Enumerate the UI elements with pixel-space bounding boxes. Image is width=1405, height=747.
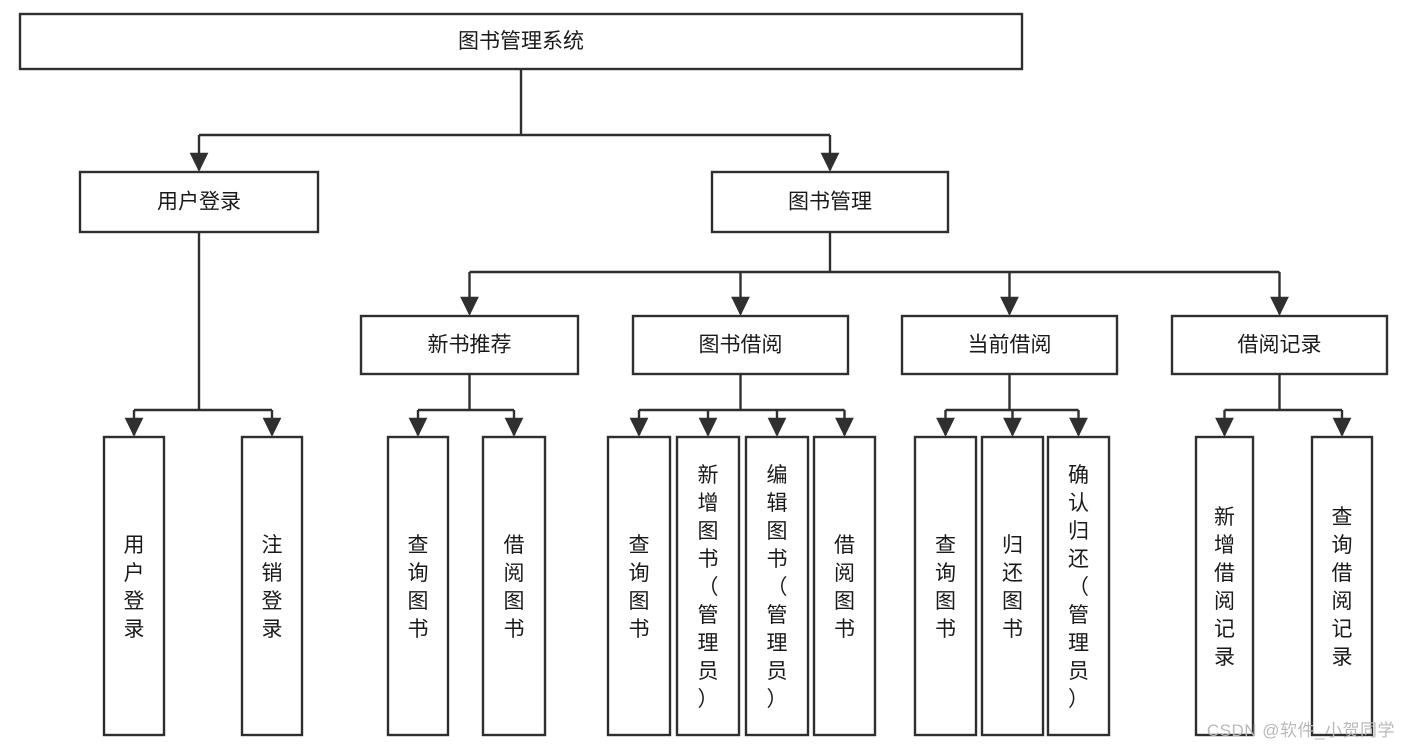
node-book-borrow[interactable]: 图书借阅 [631,314,850,376]
node-box-current-borrow [900,314,1119,376]
node-box-leaf-add-book [675,435,741,737]
node-box-leaf-query-book-borrow [606,435,672,737]
connector-group-book-borrow [629,374,854,437]
node-label-leaf-edit-book: 编辑图书（管理员） [767,464,788,711]
node-leaf-logout-login[interactable]: 注销登录 [240,435,304,737]
node-root[interactable]: 图书管理系统 [18,12,1024,71]
node-leaf-borrow-book[interactable]: 借阅图书 [812,435,877,737]
node-book-manage[interactable]: 图书管理 [710,170,950,234]
node-label-leaf-user-login: 用户登录 [124,534,145,641]
node-borrow-record[interactable]: 借阅记录 [1170,314,1389,376]
node-box-leaf-borrow-book-rec [481,435,547,737]
node-leaf-add-book[interactable]: 新增图书（管理员） [675,435,741,737]
node-leaf-query-record[interactable]: 查询借阅记录 [1310,435,1374,737]
node-box-root [18,12,1024,71]
node-new-book-recommend[interactable]: 新书推荐 [359,314,580,376]
node-box-book-manage [710,170,950,234]
node-label-new-book-recommend: 新书推荐 [428,334,512,357]
node-label-leaf-query-record: 查询借阅记录 [1332,506,1353,669]
node-label-user-login: 用户登录 [157,191,241,214]
node-leaf-query-book-borrow[interactable]: 查询图书 [606,435,672,737]
node-label-leaf-logout-login: 注销登录 [262,534,283,641]
node-label-book-borrow: 图书借阅 [699,334,783,357]
node-label-leaf-query-book-borrow: 查询图书 [629,534,650,641]
node-label-leaf-borrow-book: 借阅图书 [834,534,855,641]
node-box-leaf-edit-book [744,435,810,737]
connector-layer [124,69,1352,437]
node-leaf-edit-book[interactable]: 编辑图书（管理员） [744,435,810,737]
node-label-leaf-add-book: 新增图书（管理员） [698,464,719,711]
node-label-leaf-query-book-current: 查询图书 [935,534,956,641]
node-box-leaf-return-book [980,435,1045,737]
node-leaf-add-record[interactable]: 新增借阅记录 [1194,435,1255,737]
node-label-current-borrow: 当前借阅 [968,334,1052,357]
node-box-leaf-borrow-book [812,435,877,737]
node-box-leaf-query-book-rec [386,435,450,737]
node-box-leaf-logout-login [240,435,304,737]
connector-group-current-borrow [936,374,1088,437]
connector-group-root [189,69,840,172]
node-box-leaf-query-book-current [913,435,978,737]
node-box-leaf-add-record [1194,435,1255,737]
node-leaf-confirm-return[interactable]: 确认归还（管理员） [1046,435,1111,737]
node-leaf-query-book-rec[interactable]: 查询图书 [386,435,450,737]
node-box-leaf-query-record [1310,435,1374,737]
node-label-leaf-borrow-book-rec: 借阅图书 [504,534,525,641]
node-label-leaf-confirm-return: 确认归还（管理员） [1068,464,1089,711]
connector-group-book-manage [460,232,1289,316]
node-box-book-borrow [631,314,850,376]
node-label-root: 图书管理系统 [458,30,584,53]
node-label-book-manage: 图书管理 [788,191,872,214]
node-box-borrow-record [1170,314,1389,376]
node-label-leaf-query-book-rec: 查询图书 [408,534,429,641]
connector-group-user-login [124,232,282,437]
node-box-user-login [78,170,320,234]
connector-group-new-book-recommend [408,374,524,437]
node-box-new-book-recommend [359,314,580,376]
node-leaf-borrow-book-rec[interactable]: 借阅图书 [481,435,547,737]
node-label-borrow-record: 借阅记录 [1238,334,1322,357]
node-leaf-query-book-current[interactable]: 查询图书 [913,435,978,737]
node-current-borrow[interactable]: 当前借阅 [900,314,1119,376]
node-leaf-user-login[interactable]: 用户登录 [102,435,166,737]
node-label-leaf-add-record: 新增借阅记录 [1214,506,1235,669]
connector-group-borrow-record [1215,374,1352,437]
node-user-login[interactable]: 用户登录 [78,170,320,234]
node-box-leaf-user-login [102,435,166,737]
node-layer: 图书管理系统用户登录图书管理新书推荐图书借阅当前借阅借阅记录用户登录注销登录查询… [18,12,1389,737]
node-leaf-return-book[interactable]: 归还图书 [980,435,1045,737]
node-box-leaf-confirm-return [1046,435,1111,737]
node-label-leaf-return-book: 归还图书 [1002,534,1023,641]
